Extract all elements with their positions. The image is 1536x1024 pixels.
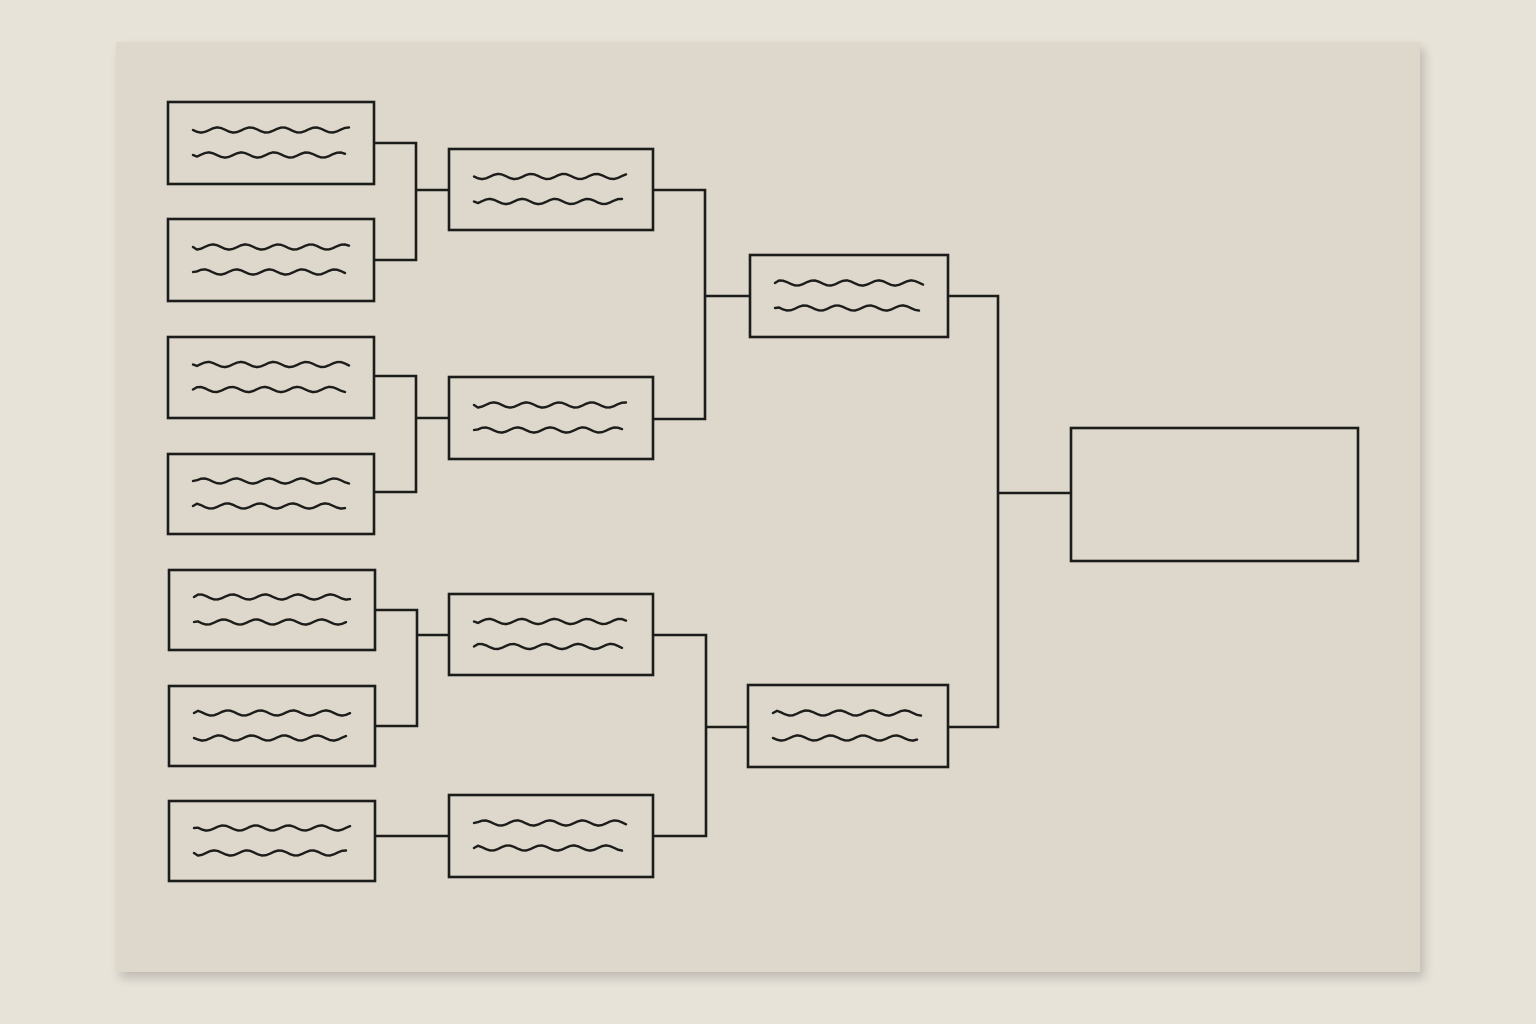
placeholder-line-r2-3 (472, 642, 624, 651)
connector-r1-1-2 (374, 141, 418, 262)
placeholder-line-r2-1 (472, 197, 624, 206)
placeholder-line-r3-1 (773, 304, 921, 312)
placeholder-line-r2-4 (472, 819, 628, 827)
placeholder-line-r2-1 (472, 172, 628, 181)
entry-box-r2-4 (447, 793, 655, 879)
placeholder-line-r1-7 (192, 824, 352, 832)
placeholder-line-r1-5 (192, 618, 348, 626)
entry-box-r2-2 (447, 375, 655, 461)
entry-box-r1-5 (167, 568, 377, 652)
connector-r1-3-4 (374, 374, 418, 494)
entry-box-final (1069, 426, 1360, 563)
entry-box-r2-1 (447, 147, 655, 232)
placeholder-line-r1-1 (191, 151, 347, 159)
connector-r2-1-2 (653, 188, 707, 421)
placeholder-line-r1-3 (191, 385, 347, 394)
entry-box-r3-2 (746, 683, 950, 769)
placeholder-line-r1-4 (191, 477, 351, 485)
placeholder-line-r1-6 (192, 709, 352, 717)
connector-r2-3-4 (653, 633, 708, 838)
placeholder-line-r2-4 (472, 844, 624, 852)
placeholder-line-r1-6 (192, 734, 348, 742)
entry-box-r1-1 (166, 100, 376, 186)
placeholder-line-r3-2 (771, 709, 923, 717)
placeholder-line-r2-3 (472, 617, 628, 626)
entry-box-r1-3 (166, 335, 376, 420)
placeholder-line-r2-2 (472, 401, 628, 409)
entry-box-r1-7 (167, 799, 377, 883)
connector-r3-1-2 (948, 294, 1000, 729)
entry-box-r3-1 (748, 253, 950, 339)
placeholder-line-r3-1 (773, 279, 925, 287)
entry-box-r1-4 (166, 452, 376, 536)
entry-box-r2-3 (447, 592, 655, 677)
placeholder-line-r1-5 (192, 593, 352, 601)
entry-box-r1-6 (167, 684, 377, 768)
placeholder-line-r1-2 (191, 243, 351, 251)
placeholder-line-r1-3 (191, 360, 351, 369)
placeholder-line-r2-2 (472, 426, 624, 434)
placeholder-line-r3-2 (771, 734, 919, 742)
placeholder-line-r1-2 (191, 268, 347, 276)
placeholder-line-r1-1 (191, 126, 351, 134)
entry-box-r1-2 (166, 217, 376, 303)
placeholder-line-r1-4 (191, 502, 347, 510)
connector-r1-5-6 (375, 608, 419, 728)
placeholder-line-r1-7 (192, 849, 348, 857)
